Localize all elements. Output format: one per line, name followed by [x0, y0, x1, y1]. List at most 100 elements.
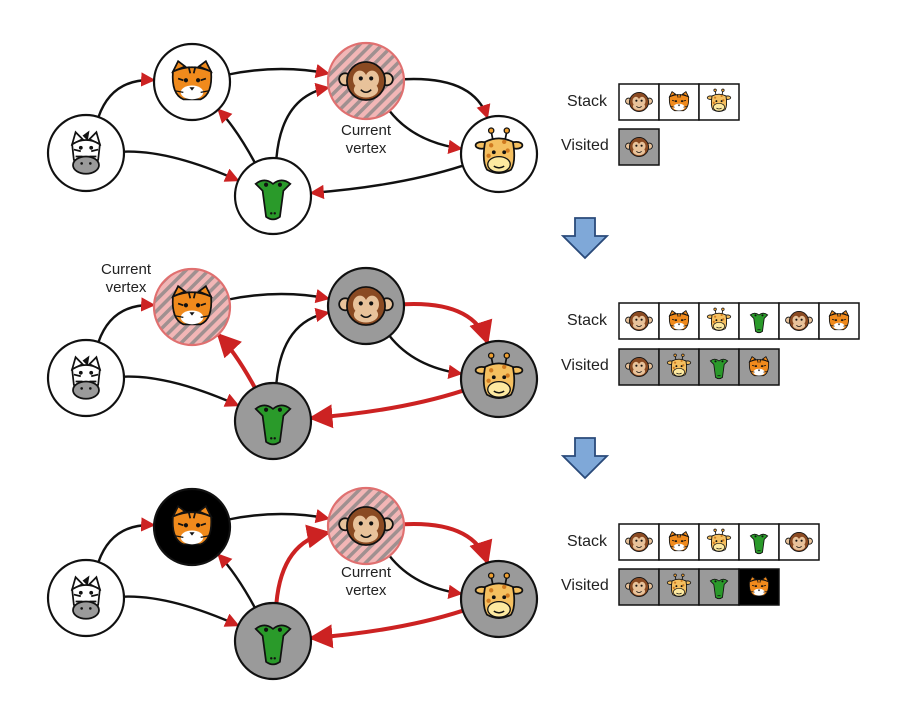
node-monkey: [326, 266, 406, 346]
crocodile-icon: [709, 358, 729, 380]
tiger-icon: [171, 59, 213, 101]
edge-zebra-crocodile: [123, 595, 240, 627]
edge-monkey-giraffe-2: [388, 555, 463, 600]
node-tiger: [152, 267, 232, 347]
giraffe-icon: [706, 88, 732, 112]
node-giraffe: [459, 114, 539, 194]
stack-cell: [698, 83, 740, 121]
giraffe-icon: [706, 528, 732, 552]
edge-zebra-tiger: [97, 72, 156, 118]
visited-cell: [698, 348, 740, 386]
visited-cell: [698, 568, 740, 606]
tiger-icon: [668, 309, 690, 331]
node-tiger: [152, 42, 232, 122]
node-zebra: [46, 113, 126, 193]
edge-tiger-monkey: [228, 289, 331, 304]
visited-cell: [658, 568, 700, 606]
current-vertex-caption-3-line1: Current: [341, 564, 392, 581]
monkey-icon: [338, 506, 394, 546]
giraffe-icon: [474, 352, 524, 399]
visited-row-2: [618, 348, 780, 386]
node-tiger: [152, 487, 232, 567]
visited-cell: [738, 348, 780, 386]
giraffe-icon: [666, 573, 692, 597]
edge-crocodile-monkey: [275, 82, 331, 159]
node-giraffe: [459, 339, 539, 419]
node-monkey: [326, 41, 406, 121]
edge-crocodile-monkey: [275, 307, 331, 384]
graph-panel-2: [46, 266, 539, 461]
monkey-icon: [785, 311, 813, 331]
crocodile-icon: [254, 624, 292, 666]
traversed-edge-crocodile-monkey: [274, 524, 331, 604]
stack-row-3: [618, 523, 820, 561]
traversed-edge-monkey-giraffe: [403, 522, 493, 566]
giraffe-icon: [666, 353, 692, 377]
stack-cell: [738, 302, 780, 340]
monkey-icon: [625, 357, 653, 377]
edge-zebra-tiger: [97, 517, 156, 563]
current-vertex-caption-1-line2: vertex: [346, 140, 387, 157]
tiger-icon: [668, 90, 690, 112]
edge-zebra-crocodile: [123, 375, 240, 407]
visited-label: Visited: [561, 357, 609, 374]
edge-monkey-giraffe-2: [388, 335, 463, 380]
graph-panel-3: [46, 486, 539, 681]
edge-monkey-giraffe-2: [388, 110, 463, 155]
monkey-icon: [785, 532, 813, 552]
stack-cell: [738, 523, 780, 561]
edge-giraffe-crocodile: [309, 164, 464, 200]
current-vertex-caption-2-line1: Current: [101, 261, 152, 278]
current-vertex-caption-1-line1: Current: [341, 122, 392, 139]
tiger-icon: [171, 504, 213, 546]
step-down-arrow-2: [560, 437, 610, 480]
stack-cell: [658, 302, 700, 340]
node-monkey: [326, 486, 406, 566]
stack-cell: [618, 83, 660, 121]
crocodile-icon: [254, 179, 292, 221]
stack-label: Stack: [567, 312, 608, 329]
stack-cell: [698, 523, 740, 561]
visited-row-1: [618, 128, 660, 166]
zebra-icon: [70, 355, 102, 400]
crocodile-icon: [709, 578, 729, 600]
stack-row-1: [618, 83, 740, 121]
stack-cell: [818, 302, 860, 340]
edge-tiger-monkey: [228, 64, 331, 79]
current-vertex-caption-3-line2: vertex: [346, 582, 387, 599]
stack-row-2: [618, 302, 860, 340]
crocodile-icon: [749, 312, 769, 334]
stack-cell: [658, 83, 700, 121]
traversed-edge-giraffe-crocodile: [308, 388, 464, 429]
edge-monkey-giraffe: [403, 77, 491, 120]
visited-cell: [738, 568, 780, 606]
giraffe-icon: [474, 127, 524, 174]
crocodile-icon: [254, 404, 292, 446]
edge-zebra-crocodile: [123, 150, 240, 182]
visited-row-3: [618, 568, 780, 606]
monkey-icon: [625, 137, 653, 157]
traversed-edge-crocodile-tiger: [216, 332, 257, 389]
node-crocodile: [233, 381, 313, 461]
node-crocodile: [233, 156, 313, 236]
stack-cell: [618, 302, 660, 340]
node-crocodile: [233, 601, 313, 681]
stack-cell: [778, 523, 820, 561]
giraffe-icon: [474, 572, 524, 619]
edge-zebra-tiger: [97, 297, 156, 343]
stack-label: Stack: [567, 93, 608, 110]
traversed-edge-monkey-giraffe: [403, 302, 493, 346]
tiger-icon: [748, 575, 770, 597]
traversed-edge-giraffe-crocodile: [308, 608, 464, 649]
graph-panel-1: [46, 41, 539, 236]
stack-cell: [658, 523, 700, 561]
tiger-icon: [668, 530, 690, 552]
visited-label: Visited: [561, 577, 609, 594]
crocodile-icon: [749, 533, 769, 555]
tiger-icon: [828, 309, 850, 331]
giraffe-icon: [706, 307, 732, 331]
stack-cell: [618, 523, 660, 561]
monkey-icon: [625, 532, 653, 552]
node-giraffe: [459, 559, 539, 639]
